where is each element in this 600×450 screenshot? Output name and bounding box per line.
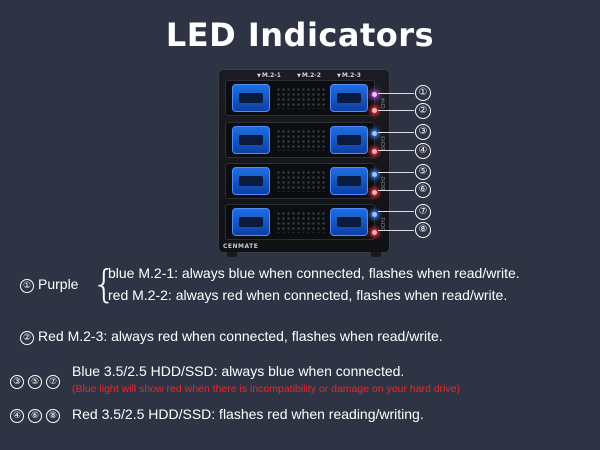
bay-side-label: DCH2 [381,176,387,191]
drive-tray [232,126,270,154]
vent-grille [276,170,326,192]
legend-number: ① [20,279,34,293]
legend-number: ③ [10,375,24,389]
led-8-indicator [372,230,377,235]
vent-grille [276,211,326,233]
brace-icon: { [92,262,117,306]
led-5-indicator [372,172,377,177]
callout-7: ⑦ [415,204,431,220]
callout-line [378,190,414,191]
led-6-indicator [372,190,377,195]
slot-label-m2-3: M.2-3 [337,72,361,79]
drive-tray [232,84,270,112]
bay-side-label: CH4 [381,98,387,109]
enclosure-foot [371,252,381,257]
callout-line [378,230,414,231]
callout-line [378,172,414,173]
legend-number: ⑥ [28,409,42,423]
legend-purple-text: Purple [38,276,79,292]
callout-line [378,132,414,133]
led-7-indicator [372,212,377,217]
drive-bay-3 [225,163,375,199]
drive-tray [330,84,368,112]
slot-label-m2-2: M.2-2 [297,72,321,79]
legend-number: ⑦ [46,375,60,389]
led-2-indicator [372,108,377,113]
callout-2: ② [415,103,431,119]
led-3-indicator [372,131,377,136]
drive-bay-2 [225,122,375,158]
callout-4: ④ [415,143,431,159]
drive-tray [330,208,368,236]
drive-enclosure-image: M.2-1 M.2-2 M.2-3 CH4 DCH3 DCH2 DCH1 CEN… [218,69,390,257]
callout-3: ③ [415,124,431,140]
page-title: LED Indicators [165,16,435,54]
callout-5: ⑤ [415,164,431,180]
legend-blue-hdd-warning: (Blue light will show red when there is … [72,383,461,395]
led-4-indicator [372,149,377,154]
legend-red-m2-3-text: Red M.2-3: always red when connected, fl… [38,328,443,344]
callout-1: ① [415,85,431,101]
legend-red-m2-2: red M.2-2: always red when connected, fl… [108,287,508,303]
legend-number: ⑧ [46,409,60,423]
legend-red-hdd-text: Red 3.5/2.5 HDD/SSD: flashes red when re… [72,406,424,422]
drive-tray [330,126,368,154]
callout-8: ⑧ [415,222,431,238]
legend-blue-m2-1: blue M.2-1: always blue when connected, … [108,265,520,281]
drive-bay-4 [225,204,375,240]
led-1-indicator [372,92,377,97]
drive-tray [330,167,368,195]
legend-purple-label: ① Purple [20,276,78,293]
legend-number: ④ [10,409,24,423]
bay-side-label: DCH3 [381,136,387,151]
drive-tray [232,167,270,195]
legend-number: ② [20,331,34,345]
vent-grille [276,87,326,109]
legend-blue-hdd-text: Blue 3.5/2.5 HDD/SSD: always blue when c… [72,363,405,379]
callout-line [378,211,414,212]
legend-red-m2-3: ② Red M.2-3: always red when connected, f… [20,328,443,345]
callout-line [378,93,414,94]
callout-line [378,150,414,151]
vent-grille [276,129,326,151]
callout-6: ⑥ [415,182,431,198]
brand-logo: CENMATE [223,243,259,250]
callout-line [378,110,414,111]
drive-tray [232,208,270,236]
enclosure-foot [227,252,237,257]
slot-label-m2-1: M.2-1 [257,72,281,79]
drive-bay-1 [225,80,375,116]
legend-number: ⑤ [28,375,42,389]
